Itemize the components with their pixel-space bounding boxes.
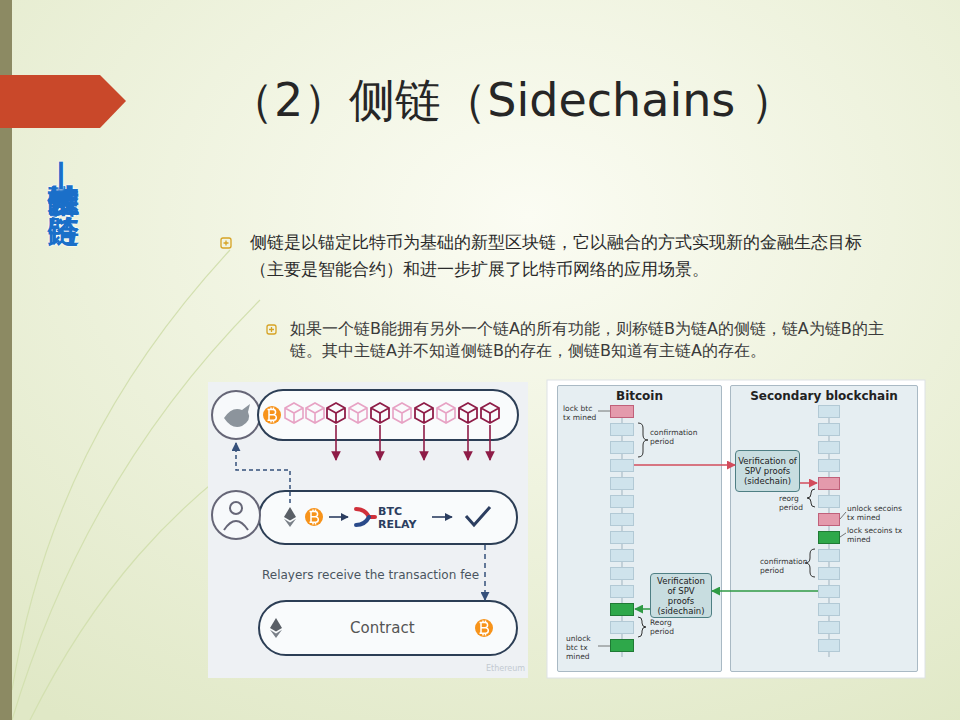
connector-arrow [712, 590, 730, 592]
event-note: unlock btc tx mined [566, 634, 598, 661]
transfer-line [634, 464, 722, 466]
down-arrow [336, 425, 490, 460]
period-note: reorg period [779, 494, 809, 512]
check-mark [466, 507, 490, 525]
node-text: Contract [350, 619, 470, 637]
period-brace [638, 423, 815, 637]
bullet-text: 如果一个链B能拥有另外一个链A的所有功能，则称链B为链A的侧链，链A为链B的主链… [290, 318, 890, 362]
section-label: 多链融合技术—跨链 [46, 160, 82, 460]
illustration-frame [547, 380, 925, 678]
node-text: BTC RELAY [378, 505, 424, 531]
node-text: Verification of SPV proofs (sidechain) [738, 456, 797, 486]
block-band [258, 390, 518, 440]
period-note: confirmation period [650, 428, 708, 446]
title-arrow [0, 75, 126, 128]
highlight-block [611, 406, 840, 652]
slide-title: （2）侧链（Sidechains ） [228, 70, 796, 130]
node-text: Verification of SPV proofs (sidechain) [653, 576, 709, 616]
event-note: unlock secoins tx mined [847, 504, 907, 522]
block-cubes [285, 403, 499, 423]
connector-arrow [722, 464, 735, 466]
bullet-icon [221, 238, 276, 334]
period-note: Reorg period [650, 618, 690, 636]
proof-box: Verification of SPV proofs (sidechain) [735, 450, 800, 492]
proof-box: Verification of SPV proofs (sidechain) [650, 573, 712, 618]
node-text: Secondary blockchain [732, 389, 916, 403]
flow-arrow [329, 516, 348, 518]
event-note: lock btc tx mined [563, 404, 601, 422]
transfer-line [800, 482, 817, 484]
relay-logo [356, 509, 375, 525]
transfer-line [730, 590, 818, 592]
side-chain [818, 405, 840, 657]
illustration-frame [208, 382, 528, 678]
bitcoin-logo [305, 508, 323, 526]
user-icon [212, 491, 260, 539]
leader-line [598, 411, 846, 646]
flow-arrow [432, 516, 452, 518]
bird-icon [212, 391, 260, 439]
bitcoin-logo [263, 406, 281, 424]
event-note: lock secoins tx mined [847, 526, 907, 544]
period-note: confirmation period [760, 557, 808, 575]
connector-arrow [484, 545, 486, 600]
bitcoin-logo [475, 619, 493, 637]
contract-band: Contract [258, 600, 518, 656]
bitcoin-chain [610, 405, 634, 657]
ether-logo [284, 507, 296, 527]
relay-band: BTC RELAY [258, 490, 518, 545]
transfer-line [635, 608, 650, 610]
node-text: Bitcoin [560, 389, 720, 403]
fee-arrow [236, 443, 290, 503]
ether-logo [270, 618, 282, 638]
bullet-text: 侧链是以锚定比特币为基础的新型区块链，它以融合的方式实现新的金融生态目标（主要是… [250, 229, 875, 283]
fee-note: Relayers receive the transaction fee [262, 568, 512, 582]
watermark: Ethereum [486, 664, 526, 674]
